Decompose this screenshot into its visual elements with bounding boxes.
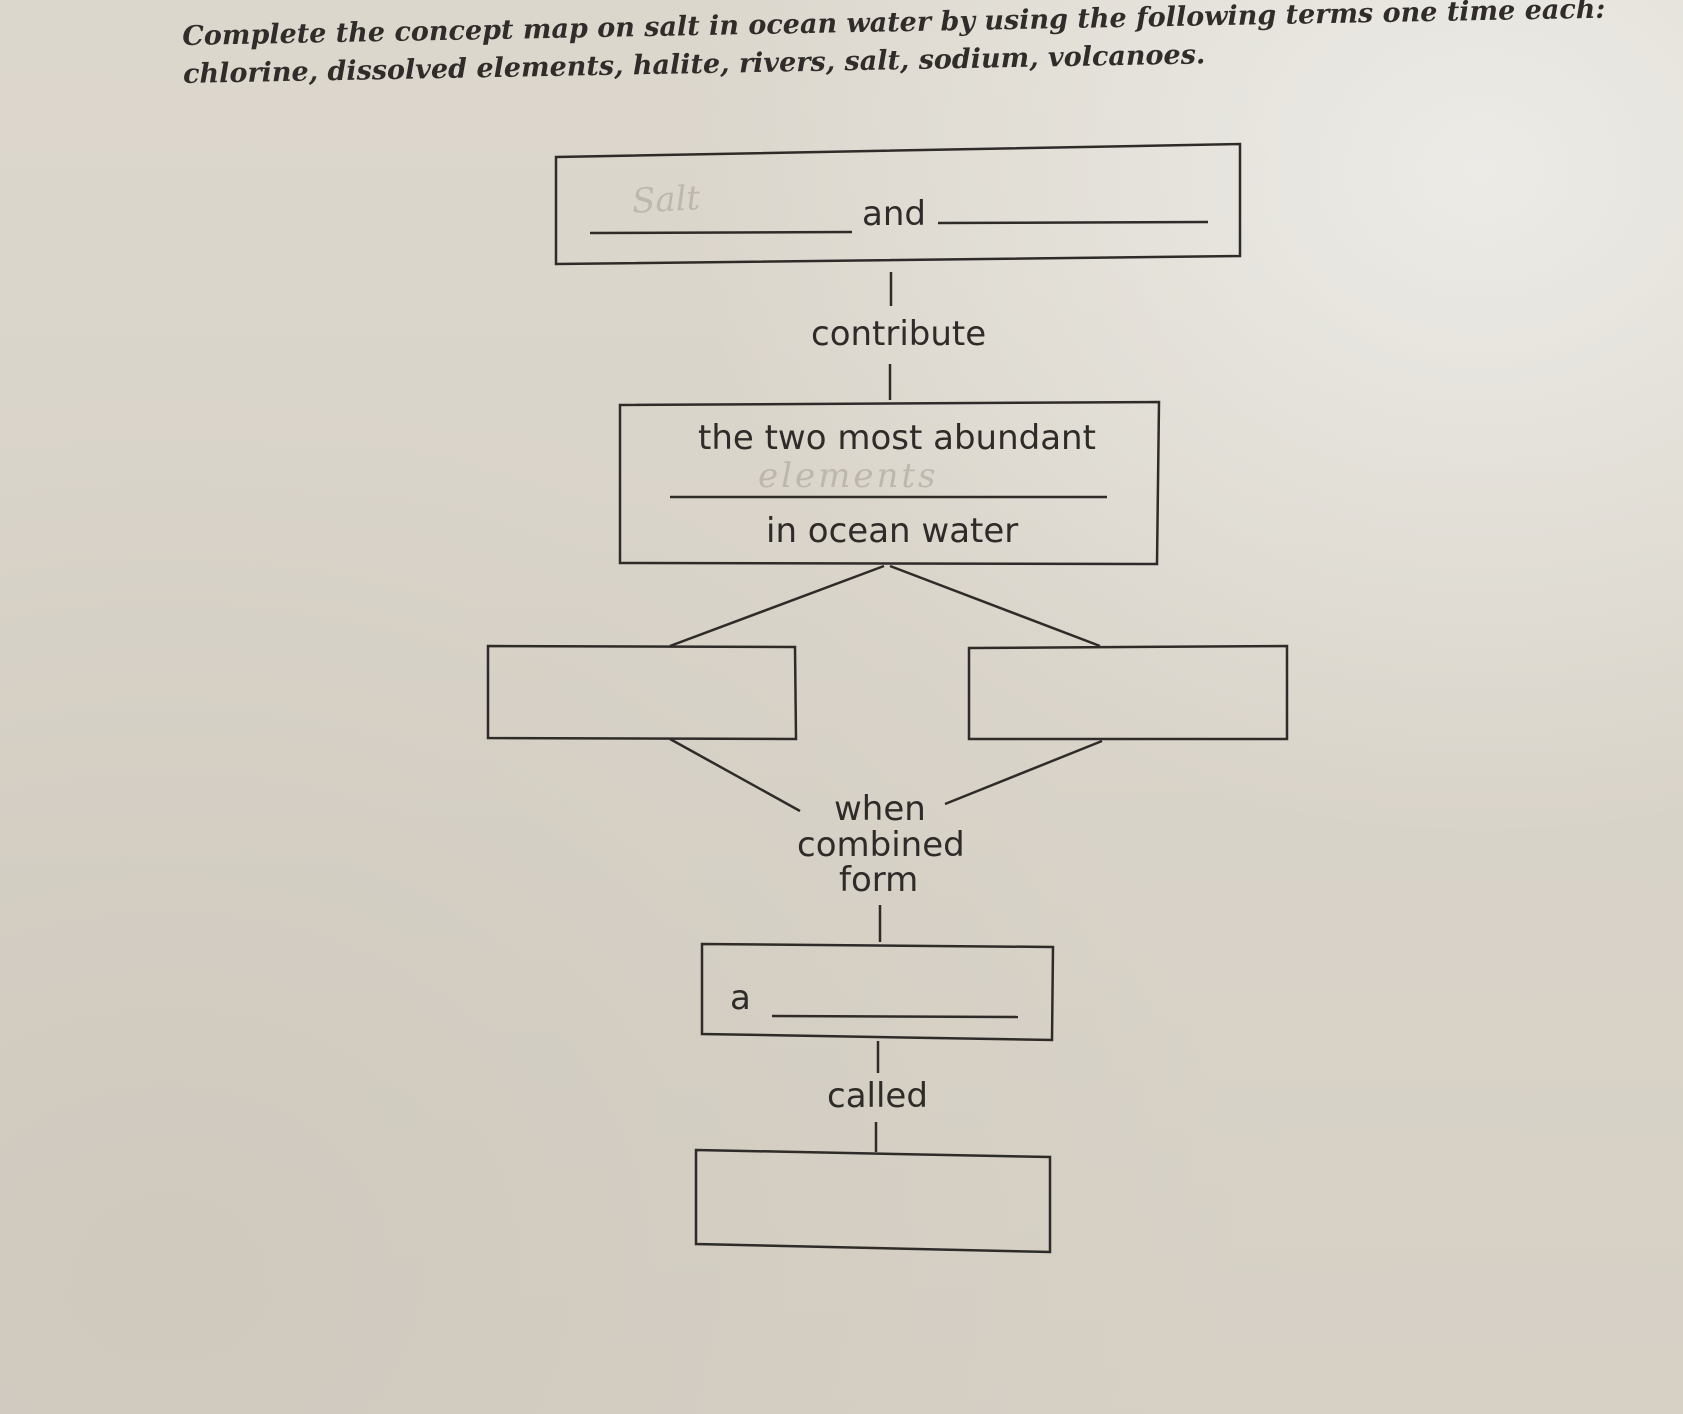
contribute-label: contribute: [811, 314, 987, 354]
blank-line-1: [589, 230, 853, 235]
handwritten-answer-salt: Salt: [630, 178, 702, 222]
form-label: form: [839, 860, 919, 900]
in-ocean-water-label: in ocean water: [766, 511, 1019, 551]
compound-box: [700, 942, 1055, 1042]
called-label: called: [827, 1076, 928, 1116]
blank-line-compound: [771, 1014, 1019, 1019]
connector-left-up: [669, 564, 885, 648]
connector-right-up: [889, 564, 1101, 648]
right-element-box: [967, 644, 1289, 741]
connector-left-down: [669, 737, 801, 813]
abundant-label: the two most abundant: [698, 418, 1096, 458]
connector-right-down: [944, 739, 1103, 806]
when-label: when: [834, 789, 926, 829]
handwritten-answer-elements: elements: [758, 456, 939, 496]
and-label: and: [862, 194, 926, 234]
sources-box: [554, 142, 1242, 266]
left-element-box: [486, 644, 798, 741]
combined-label: combined: [797, 825, 965, 865]
a-label: a: [730, 978, 751, 1018]
blank-line-2: [937, 220, 1209, 225]
mineral-box: [694, 1148, 1052, 1254]
elements-box: [618, 400, 1161, 566]
